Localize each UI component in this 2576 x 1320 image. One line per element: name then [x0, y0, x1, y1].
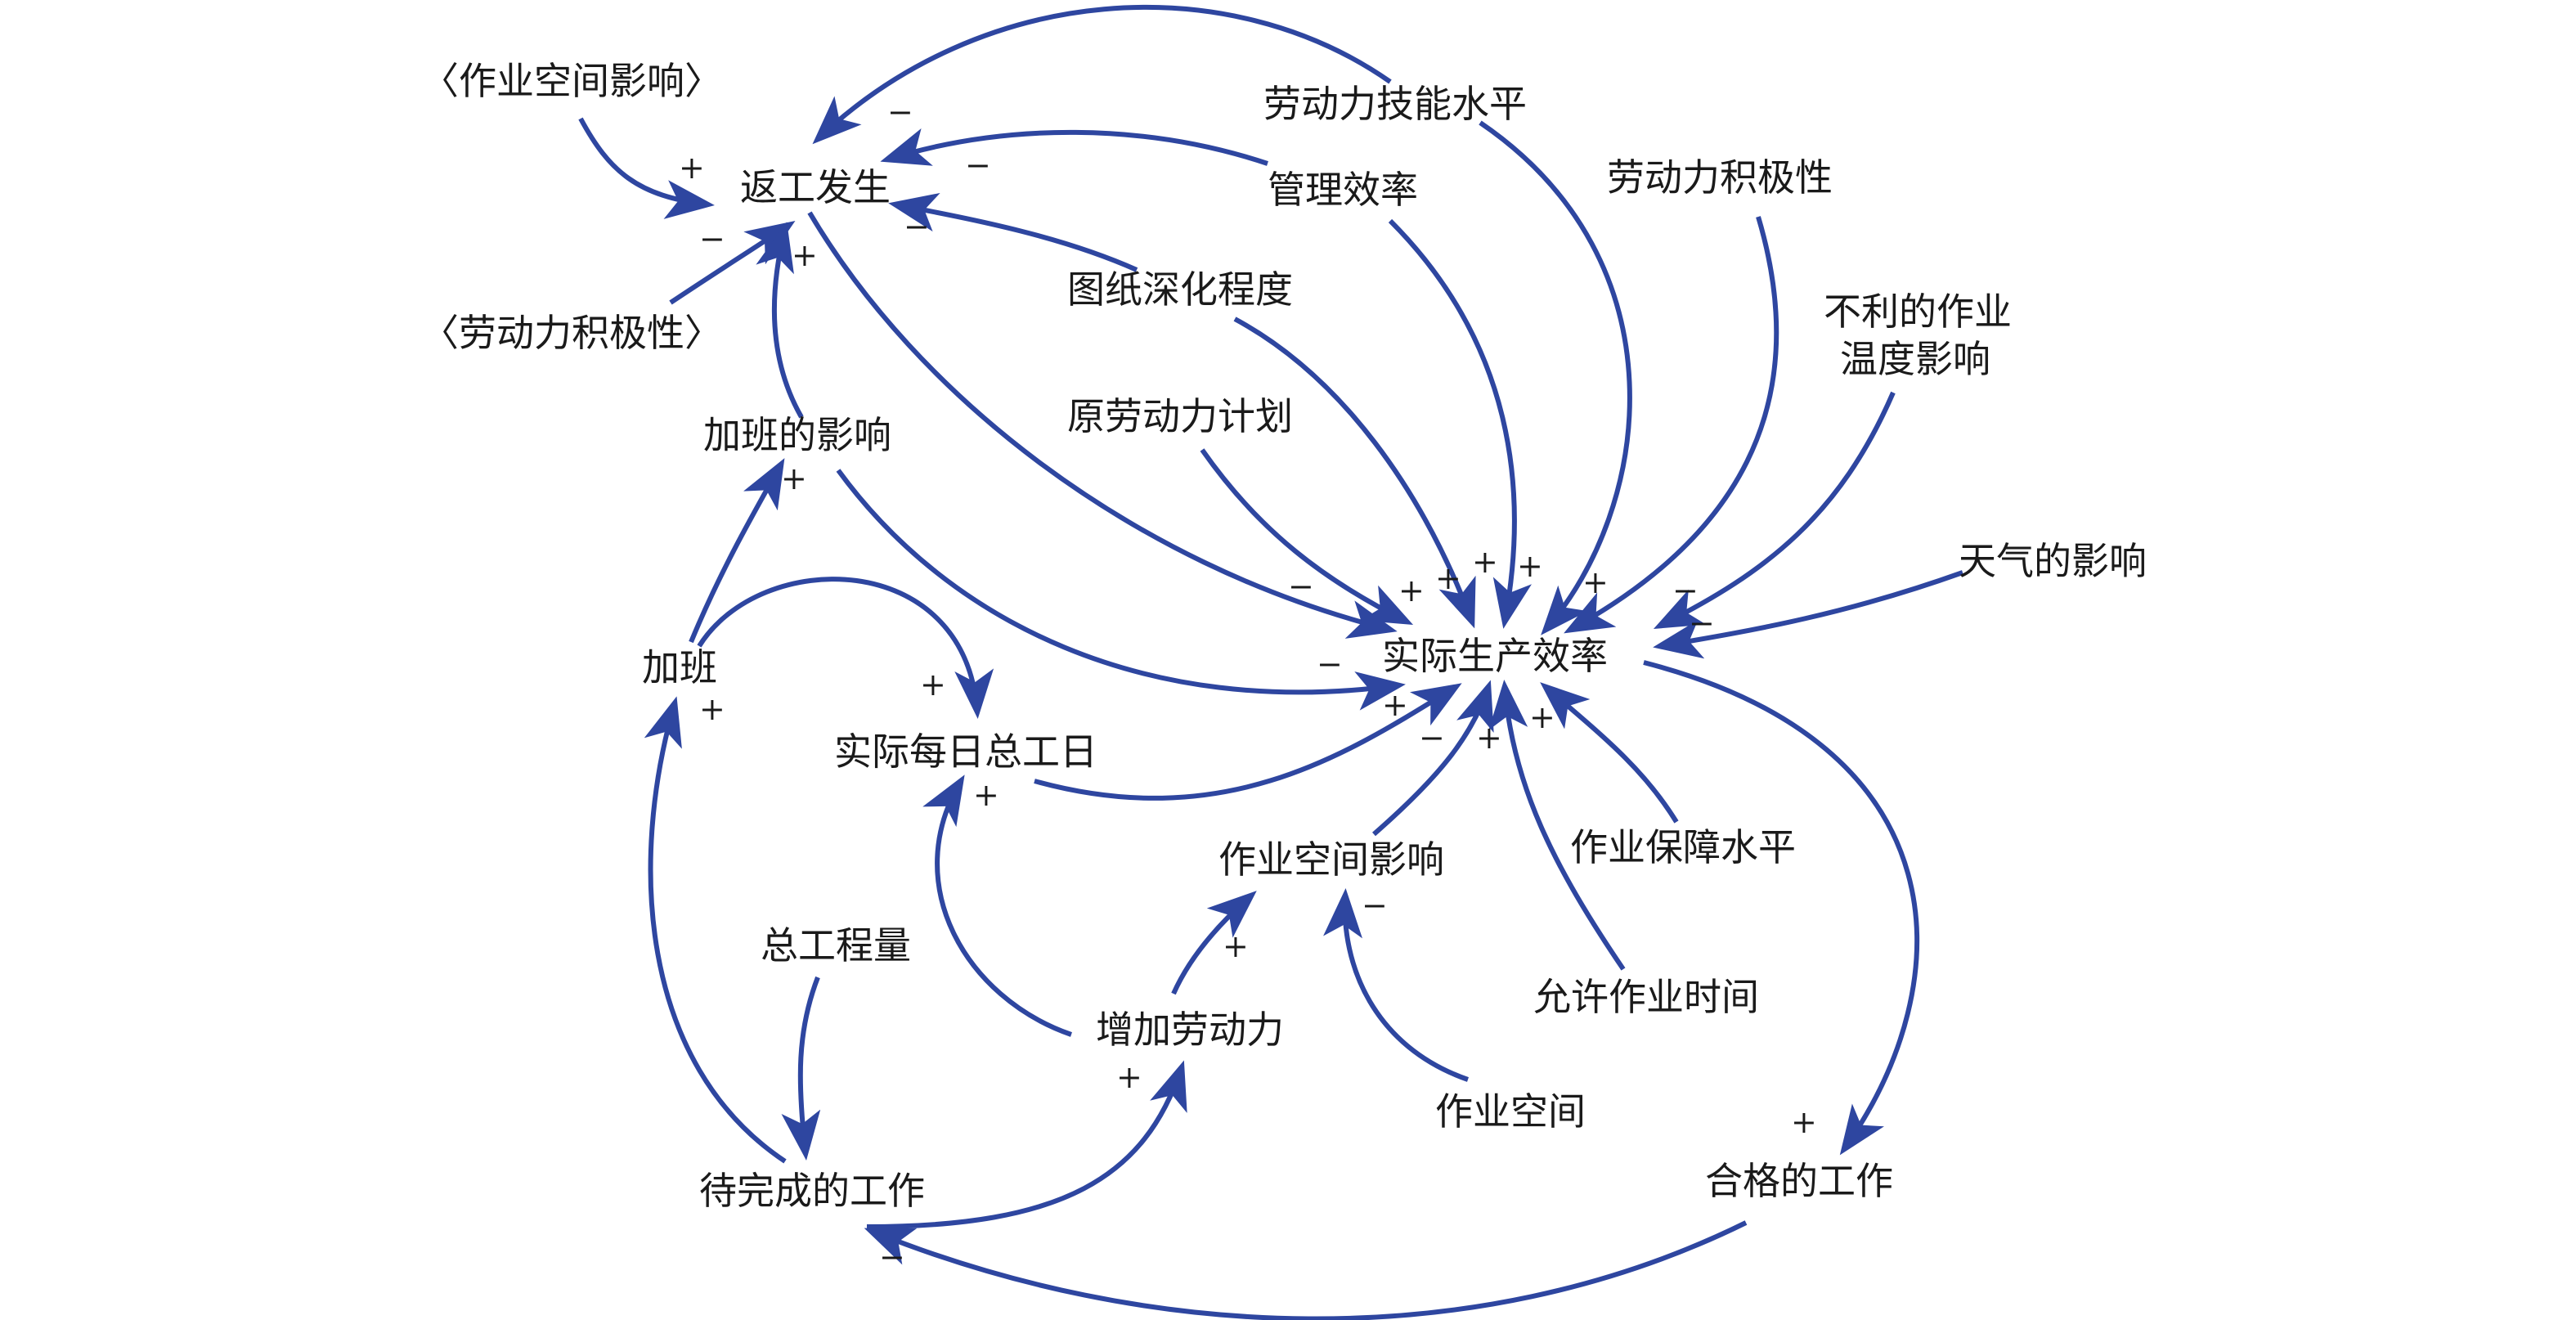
- node-qualified-work: 合格的工作: [1705, 1159, 1893, 1203]
- node-daily-workdays: 实际每日总工日: [834, 730, 1097, 774]
- polarity-drawing-rework: −: [904, 209, 930, 245]
- node-space-effect-shadow: 〈作业空间影响〉: [421, 59, 722, 103]
- edge-space-shadow-to-rework: [578, 117, 715, 219]
- node-total-work: 总工程量: [761, 923, 911, 968]
- node-rework: 返工发生: [740, 165, 891, 209]
- polarity-temp-productivity: −: [1672, 572, 1699, 608]
- polarity-overtime-daily-workdays: +: [920, 667, 946, 703]
- edge-mgmt-to-productivity: [1388, 218, 1532, 629]
- node-add-labor: 增加劳动力: [1096, 1008, 1284, 1052]
- node-productivity: 实际生产效率: [1382, 634, 1608, 678]
- edge-qualified-to-remaining: [864, 1220, 1748, 1320]
- node-temp-effect-line2: 温度影响: [1840, 337, 1990, 381]
- polarity-overtime-effect-rework: +: [792, 237, 818, 273]
- edge-add-labor-to-space-effect: [1171, 891, 1257, 995]
- edge-allowed-time-to-productivity: [1488, 680, 1626, 971]
- edge-temp-to-productivity: [1653, 391, 1896, 630]
- edge-total-work-to-remaining: [781, 976, 821, 1161]
- node-plan: 原劳动力计划: [1067, 394, 1293, 438]
- edge-remaining-to-add-labor: [866, 1060, 1187, 1229]
- edge-rework-to-productivity: [807, 211, 1398, 639]
- node-skill: 劳动力技能水平: [1263, 82, 1527, 126]
- node-mgmt: 管理效率: [1268, 168, 1418, 212]
- edge-drawing-to-productivity: [1233, 317, 1476, 629]
- polarity-add-labor-space-effect: +: [1223, 928, 1249, 964]
- edge-add-labor-to-daily-workdays: [922, 774, 1072, 1037]
- edge-drawing-to-rework: [888, 192, 1138, 272]
- polarity-remaining-overtime: +: [699, 691, 725, 727]
- node-temp-effect-line1: 不利的作业: [1824, 290, 2012, 334]
- edges: [578, 5, 1964, 1320]
- node-overtime-effect: 加班的影响: [703, 413, 891, 457]
- polarity-rework-productivity: −: [1288, 568, 1314, 604]
- edge-motivation-shadow-to-rework: [669, 221, 796, 305]
- polarity-overtime-effect-productivity: −: [1317, 646, 1343, 682]
- polarity-weather-productivity: −: [1689, 605, 1715, 641]
- node-drawing: 图纸深化程度: [1067, 267, 1293, 312]
- edge-daily-workdays-to-productivity: [1034, 683, 1462, 801]
- polarity-space-effect-productivity: −: [1419, 720, 1445, 756]
- polarity-mgmt-productivity: +: [1472, 544, 1498, 580]
- node-support: 作业保障水平: [1570, 825, 1796, 869]
- edge-space-effect-to-productivity: [1372, 680, 1494, 837]
- node-space-effect: 作业空间影响: [1218, 837, 1444, 882]
- polarity-skill-productivity: +: [1517, 548, 1543, 584]
- polarity-space-space-effect: −: [1362, 887, 1388, 923]
- node-allowed-time: 允许作业时间: [1533, 975, 1759, 1019]
- polarity-mgmt-rework: −: [965, 147, 991, 183]
- edge-support-to-productivity: [1540, 682, 1679, 824]
- edge-overtime-to-overtime-effect: [689, 458, 785, 644]
- edge-skill-to-rework: [812, 5, 1392, 145]
- edge-overtime-effect-to-rework: [756, 222, 804, 419]
- edge-space-to-space-effect: [1323, 888, 1469, 1082]
- node-weather: 天气的影响: [1959, 539, 2147, 583]
- edge-skill-to-productivity: [1479, 120, 1632, 635]
- node-remaining-work: 待完成的工作: [699, 1169, 925, 1213]
- polarity-motivation-productivity: +: [1582, 564, 1609, 600]
- polarity-motivation-shadow-rework: −: [699, 221, 725, 257]
- edge-remaining-to-overtime: [644, 696, 787, 1164]
- edge-plan-to-productivity: [1200, 448, 1414, 626]
- polarity-support-productivity: +: [1529, 699, 1555, 735]
- polarity-daily-workdays-productivity: +: [1382, 687, 1408, 723]
- polarity-add-labor-daily-workdays: +: [973, 777, 999, 813]
- polarity-plan-productivity: +: [1398, 572, 1425, 608]
- node-overtime: 加班: [642, 645, 717, 689]
- polarity-skill-rework: −: [887, 94, 913, 130]
- polarity-qualified-remaining: −: [879, 1239, 905, 1275]
- polarity-signs: + − + − − − − + + + + + − − − + − + + + …: [679, 94, 1817, 1275]
- nodes: 返工发生 〈作业空间影响〉 〈劳动力积极性〉 劳动力技能水平 管理效率 劳动力积…: [421, 59, 2147, 1213]
- edge-overtime-to-daily-workdays: [697, 577, 994, 719]
- edge-productivity-to-qualified-work: [1643, 660, 1919, 1156]
- polarity-allowed-time-productivity: +: [1476, 720, 1502, 756]
- node-space: 作业空间: [1435, 1089, 1586, 1134]
- edge-motivation-to-productivity: [1564, 216, 1779, 634]
- polarity-remaining-add-labor: +: [1116, 1059, 1142, 1095]
- node-motivation-shadow: 〈劳动力积极性〉: [421, 311, 722, 355]
- node-motivation: 劳动力积极性: [1607, 155, 1833, 200]
- edge-overtime-effect-to-productivity: [836, 469, 1406, 711]
- polarity-space-shadow-rework: +: [679, 150, 705, 186]
- polarity-drawing-productivity: +: [1435, 560, 1461, 596]
- polarity-productivity-qualified: +: [1791, 1104, 1817, 1140]
- edge-weather-to-productivity: [1653, 570, 1964, 659]
- polarity-overtime-overtime-effect: +: [781, 460, 807, 496]
- edge-mgmt-to-rework: [880, 128, 1268, 166]
